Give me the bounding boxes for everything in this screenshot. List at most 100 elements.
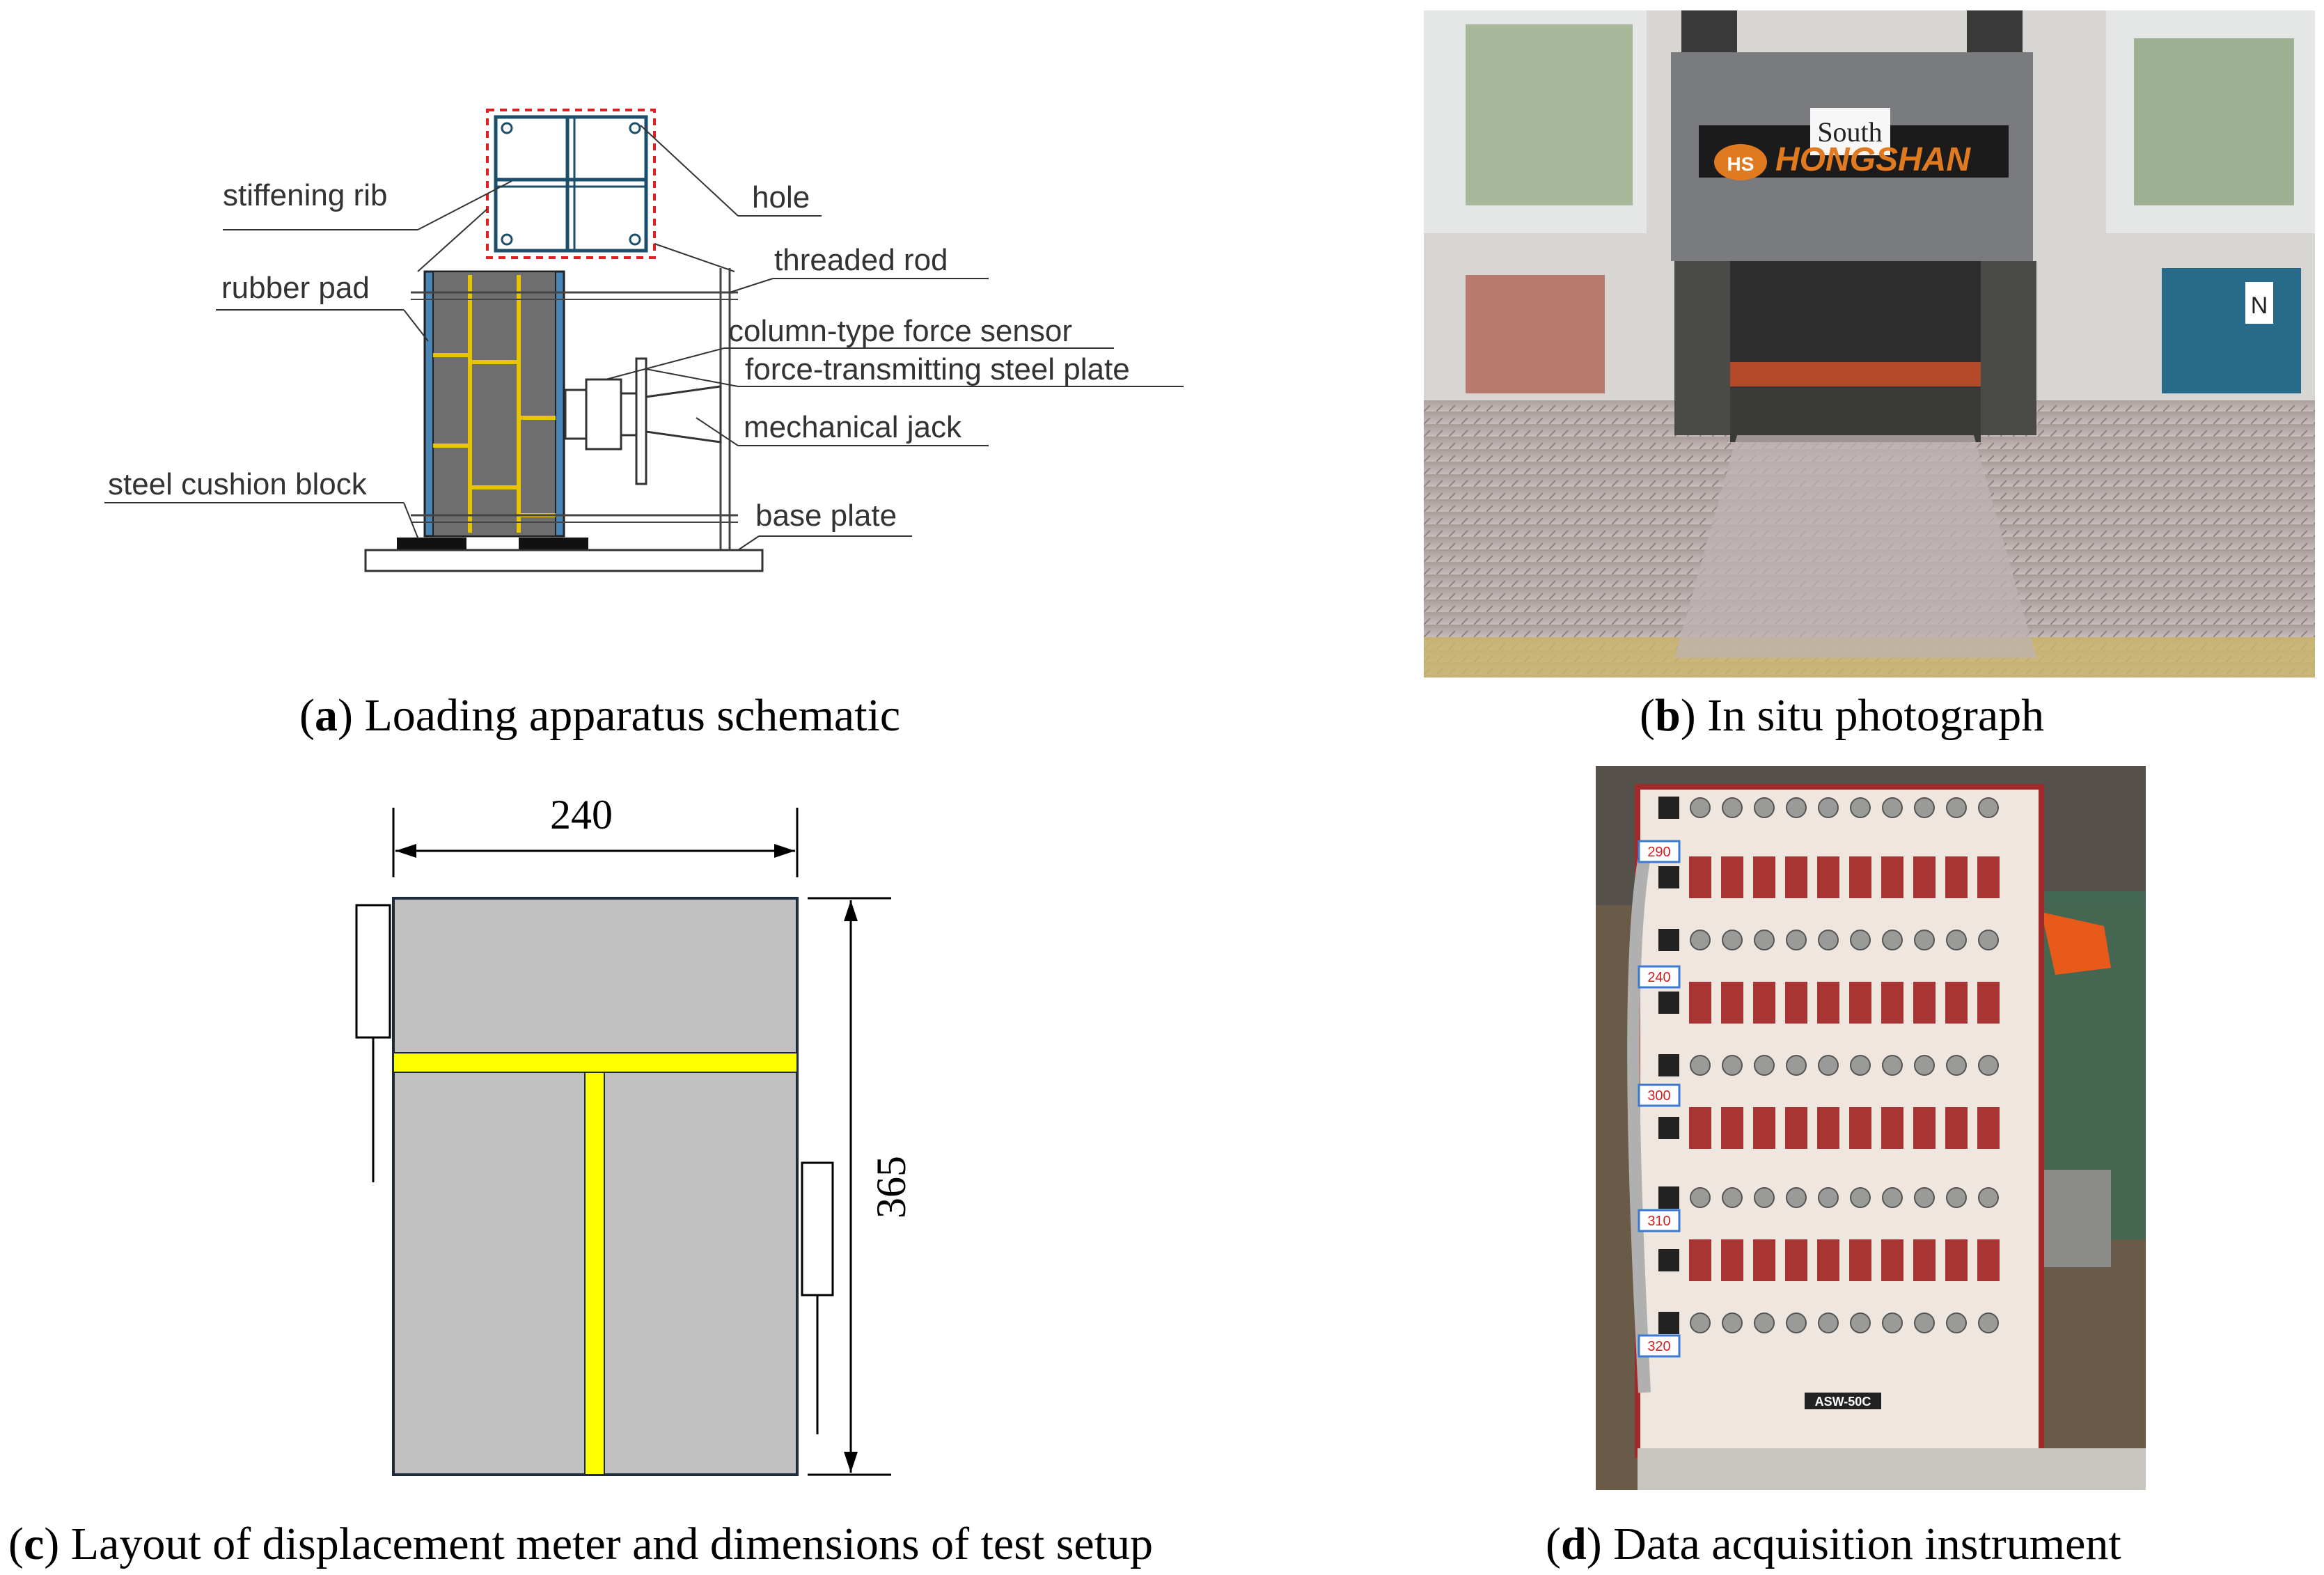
daq-connector [1946,1055,1967,1076]
daq-connector [1754,1312,1775,1333]
daq-connector [1914,930,1935,950]
leader-base [737,535,760,551]
daq-connector [1946,1312,1967,1333]
dim-width-text: 240 [550,792,613,838]
daq-connector [1850,797,1871,818]
daq-connector [1754,1187,1775,1208]
daq-connector [1882,1055,1903,1076]
daq-terminal-block [1785,1107,1807,1149]
daq-connector [1722,797,1743,818]
label-force-plate: force-transmitting steel plate [745,352,1130,386]
daq-connector [1882,797,1903,818]
daq-terminal-block [1817,856,1839,898]
cables-left [1466,275,1605,393]
daq-terminal-block [1913,856,1936,898]
leader-cushion-2 [403,502,418,538]
side-sign-text: N [2251,292,2268,319]
daq-label-plate [1805,1393,1881,1409]
daq-tag [1638,1334,1681,1358]
daq-terminal-block [1913,982,1936,1024]
panel-a-schematic: stiffening rib hole rubber pad threaded … [0,0,1323,668]
caption-b: (b) In situ photograph [1640,690,2045,741]
leader-detail-right [654,243,735,272]
daq-connector [1786,797,1807,818]
hole-tr [629,122,641,134]
daq-terminal-block [1881,1107,1903,1149]
daq-terminal-block [1945,1107,1968,1149]
daq-channel-rows [1658,797,2000,1334]
machine-base-red [1730,362,1981,386]
leader-detail-left [417,208,488,272]
daq-terminal-block [1721,1239,1743,1281]
daq-tag [1638,1209,1681,1232]
daq-terminal-block [1721,856,1743,898]
leader-rubber-pad-2 [403,309,429,342]
displacement-meter-top [355,904,391,1039]
leader-stiffening-rib-2 [417,180,512,230]
daq-connector [1978,1312,1999,1333]
daq-terminal-block [1881,982,1903,1024]
window-trees-right [2134,38,2294,205]
dim-h-arrow-bottom [844,1452,858,1473]
loading-apparatus-schematic: stiffening rib hole rubber pad threaded … [104,109,1184,572]
daq-switch [1658,1249,1679,1271]
daq-connector [1690,1312,1711,1333]
daq-connector [1754,930,1775,950]
daq-connector [1946,797,1967,818]
caption-a-letter: a [314,690,338,741]
daq-connector [1786,1055,1807,1076]
dim-h-arrow-top [844,900,858,921]
cabinet-right [2162,268,2301,393]
daq-connector [1850,1055,1871,1076]
daq-terminal-block [1881,856,1903,898]
daq-connector [1978,797,1999,818]
dim-w-arrow-left [395,844,416,858]
daq-connector [1850,1312,1871,1333]
daq-terminal-block [1689,856,1711,898]
label-base-plate: base plate [755,499,897,533]
daq-terminal-block [1753,982,1775,1024]
force-transmitting-plate [635,357,647,485]
caption-a-text: ) Loading apparatus schematic [337,690,901,741]
south-sign [1810,108,1890,155]
hole-br [629,233,641,246]
label-steel-cushion: steel cushion block [108,467,368,501]
caption-b-text: ) In situ photograph [1680,690,2045,741]
daq-connector [1722,1187,1743,1208]
daq-terminal-block [1977,1239,2000,1281]
daq-tag-text: 290 [1647,845,1670,860]
column-force-sensor [585,378,622,450]
daq-connector [1722,1055,1743,1076]
daq-switch [1658,866,1679,888]
daq-connector [1818,797,1839,818]
hole-tl [501,122,513,134]
daq-terminal-block [1913,1239,1936,1281]
daq-connector [1946,930,1967,950]
label-threaded-rod: threaded rod [774,243,948,277]
displacement-meter-layout: 240 365 [355,792,914,1476]
daq-connector [1882,1312,1903,1333]
daq-terminal-block [1753,856,1775,898]
daq-connector [1978,1055,1999,1076]
daq-connector [1690,1055,1711,1076]
daq-connector [1882,930,1903,950]
daq-connector [1914,1312,1935,1333]
daq-terminal-block [1849,982,1871,1024]
label-stiffening-rib: stiffening rib [223,178,387,212]
daq-switch [1658,1054,1679,1076]
daq-terminal-block [1945,856,1968,898]
daq-terminal-block [1977,1107,2000,1149]
daq-connector [1914,797,1935,818]
specimen-body [432,271,556,537]
daq-connector [1946,1187,1967,1208]
daq-terminal-block [1977,982,2000,1024]
label-hole: hole [752,180,810,214]
leader-sensor [605,347,725,380]
daq-connector [1690,930,1711,950]
brand-logo [1714,144,1767,180]
in-situ-photograph: South HS HONGSHAN N [1424,10,2315,677]
daq-tag [1638,965,1681,989]
label-column-sensor: column-type force sensor [728,314,1072,348]
